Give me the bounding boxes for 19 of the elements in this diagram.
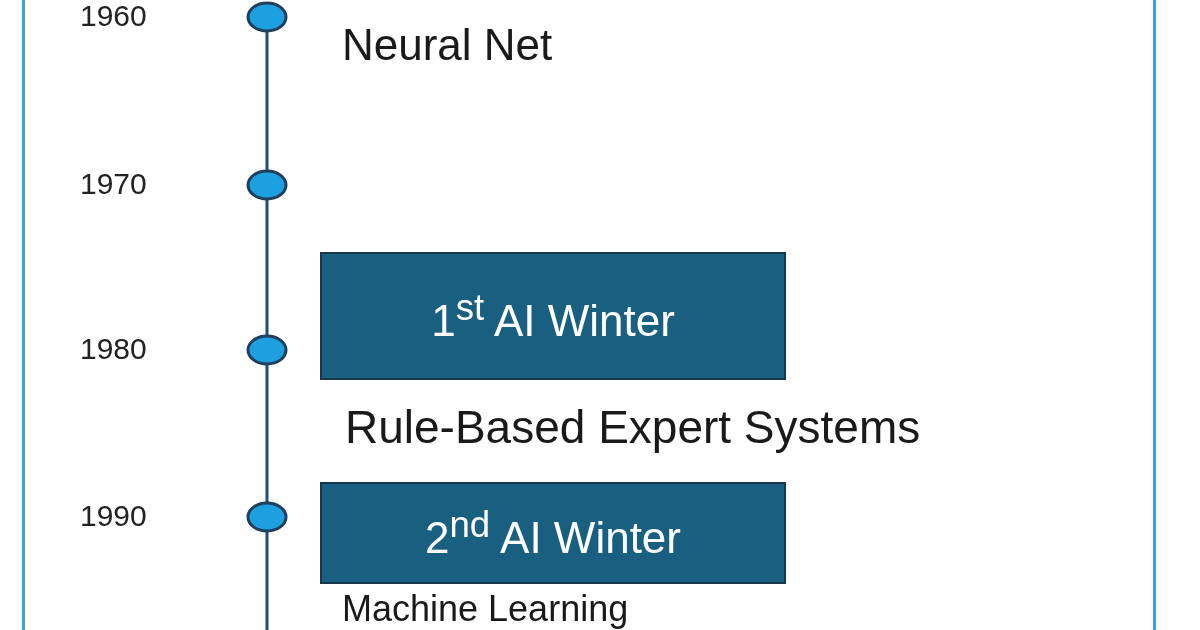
era-title: 2$^{nd}$ AI Winter xyxy=(425,503,681,563)
year-label: 1980 xyxy=(80,332,147,366)
era-title: 1$^{st}$ AI Winter xyxy=(431,286,675,346)
milestone-text: Machine Learning xyxy=(342,588,629,630)
timeline-dot xyxy=(246,334,288,366)
year-label: 1960 xyxy=(80,0,147,33)
timeline-dot xyxy=(246,169,288,201)
era-box xyxy=(320,482,786,584)
year-label: 1990 xyxy=(80,499,147,533)
timeline-line xyxy=(265,531,269,630)
timeline-dot xyxy=(246,1,288,33)
year-label: 1970 xyxy=(80,167,147,201)
timeline-line xyxy=(265,31,269,171)
timeline-line xyxy=(265,364,269,503)
era-box xyxy=(320,252,786,380)
timeline-dot xyxy=(246,501,288,533)
milestone-text: Neural Net xyxy=(342,20,553,70)
timeline-line xyxy=(265,199,269,336)
milestone-text: Rule-Based Expert Systems xyxy=(345,400,921,454)
